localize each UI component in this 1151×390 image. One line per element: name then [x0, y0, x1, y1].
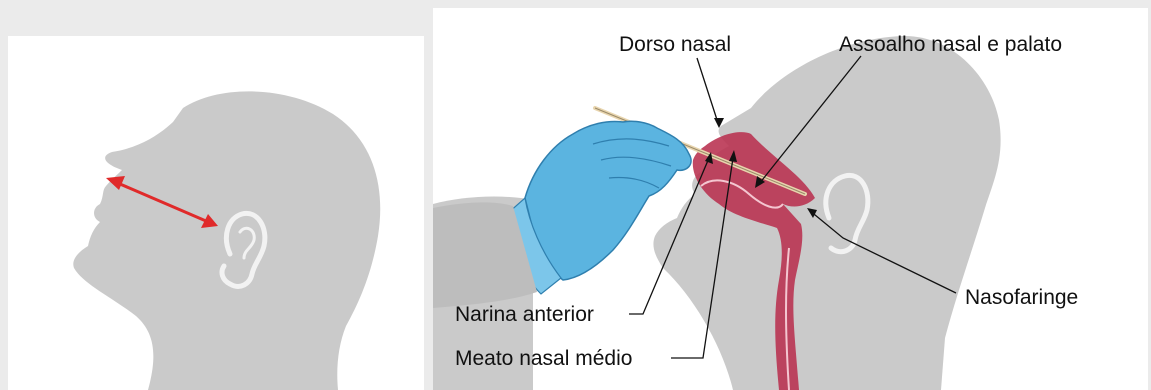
right-panel: Dorso nasal Assoalho nasal e palato Naso…	[433, 8, 1148, 390]
head-profile-illustration	[8, 36, 424, 390]
label-meato-nasal-medio: Meato nasal médio	[455, 348, 632, 369]
nasal-swab-illustration	[433, 8, 1148, 390]
label-narina-anterior: Narina anterior	[455, 304, 594, 325]
label-nasofaringe: Nasofaringe	[965, 287, 1078, 308]
left-panel	[8, 36, 424, 390]
label-dorso-nasal: Dorso nasal	[619, 34, 731, 55]
label-assoalho-nasal-e-palato: Assoalho nasal e palato	[839, 34, 1062, 55]
